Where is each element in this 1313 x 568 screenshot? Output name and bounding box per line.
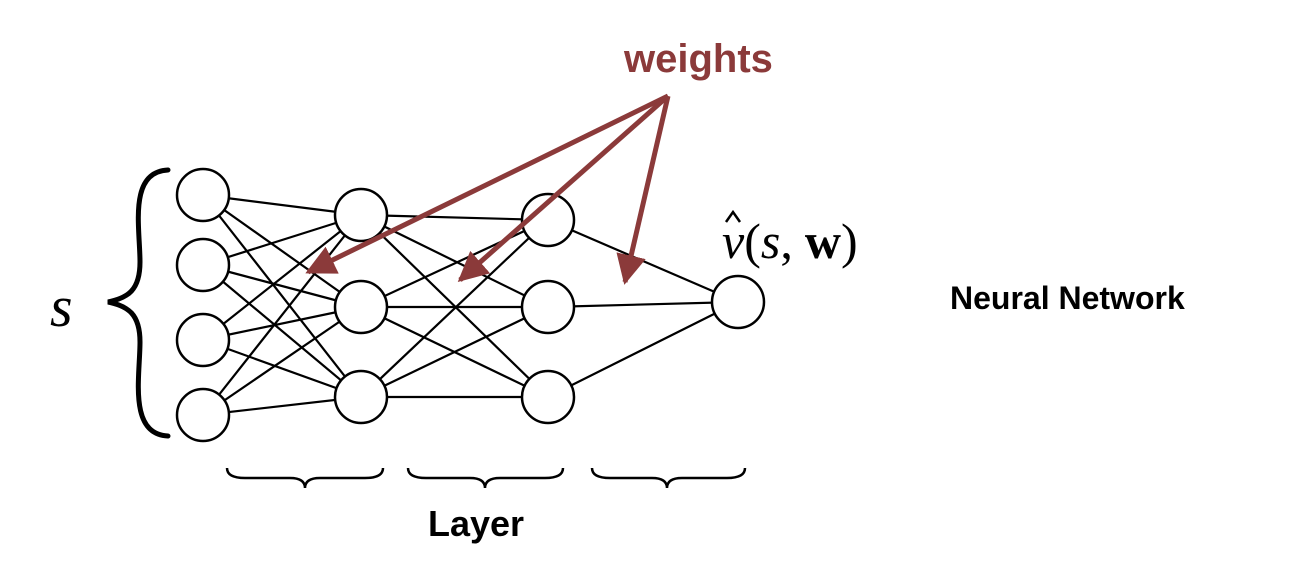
hidden-node bbox=[333, 279, 389, 335]
output-label: v(s,w) bbox=[722, 213, 858, 269]
output-comma: , bbox=[780, 213, 793, 269]
hidden-node bbox=[520, 369, 576, 425]
connection-lines bbox=[202, 193, 739, 417]
layer-braces bbox=[225, 467, 747, 489]
connection-line bbox=[360, 219, 549, 398]
weights-arrow-layer2 bbox=[457, 94, 670, 282]
connection-line bbox=[547, 300, 739, 309]
connection-line bbox=[202, 194, 362, 398]
hidden-node bbox=[333, 187, 389, 243]
output-node bbox=[710, 274, 766, 330]
connection-line bbox=[202, 194, 362, 308]
connection-line bbox=[360, 213, 549, 222]
input-node bbox=[175, 167, 231, 223]
input-node bbox=[175, 387, 231, 443]
connection-line bbox=[202, 264, 362, 398]
input-brace bbox=[107, 167, 171, 439]
weights-arrows bbox=[305, 93, 671, 285]
output-s: s bbox=[761, 213, 780, 269]
output-paren-open: ( bbox=[744, 213, 761, 269]
hidden-node bbox=[520, 192, 576, 248]
connection-line bbox=[202, 338, 362, 399]
connection-line bbox=[202, 306, 362, 416]
layer-label: Layer bbox=[428, 503, 524, 544]
layer-brace-2 bbox=[406, 467, 565, 489]
diagram-title: Neural Network bbox=[950, 280, 1185, 316]
connection-line bbox=[547, 301, 739, 398]
connection-line bbox=[547, 218, 739, 304]
output-hat bbox=[724, 209, 742, 223]
connection-line bbox=[202, 214, 362, 341]
neuron-nodes bbox=[175, 167, 766, 443]
connection-line bbox=[360, 219, 549, 308]
weights-arrow-layer1 bbox=[305, 93, 670, 275]
layer-brace-1 bbox=[225, 467, 385, 489]
input-node bbox=[175, 312, 231, 368]
hidden-node bbox=[333, 369, 389, 425]
output-w: w bbox=[805, 213, 841, 269]
weights-label: weights bbox=[623, 37, 773, 81]
weights-arrow-layer3 bbox=[616, 95, 671, 285]
output-paren-close: ) bbox=[841, 213, 858, 269]
input-node bbox=[175, 237, 231, 293]
hidden-node bbox=[520, 279, 576, 335]
connection-line bbox=[360, 306, 549, 398]
connection-line bbox=[202, 213, 362, 267]
layer-brace-3 bbox=[590, 467, 747, 489]
output-v: v bbox=[722, 213, 745, 269]
input-label: s bbox=[50, 274, 73, 339]
